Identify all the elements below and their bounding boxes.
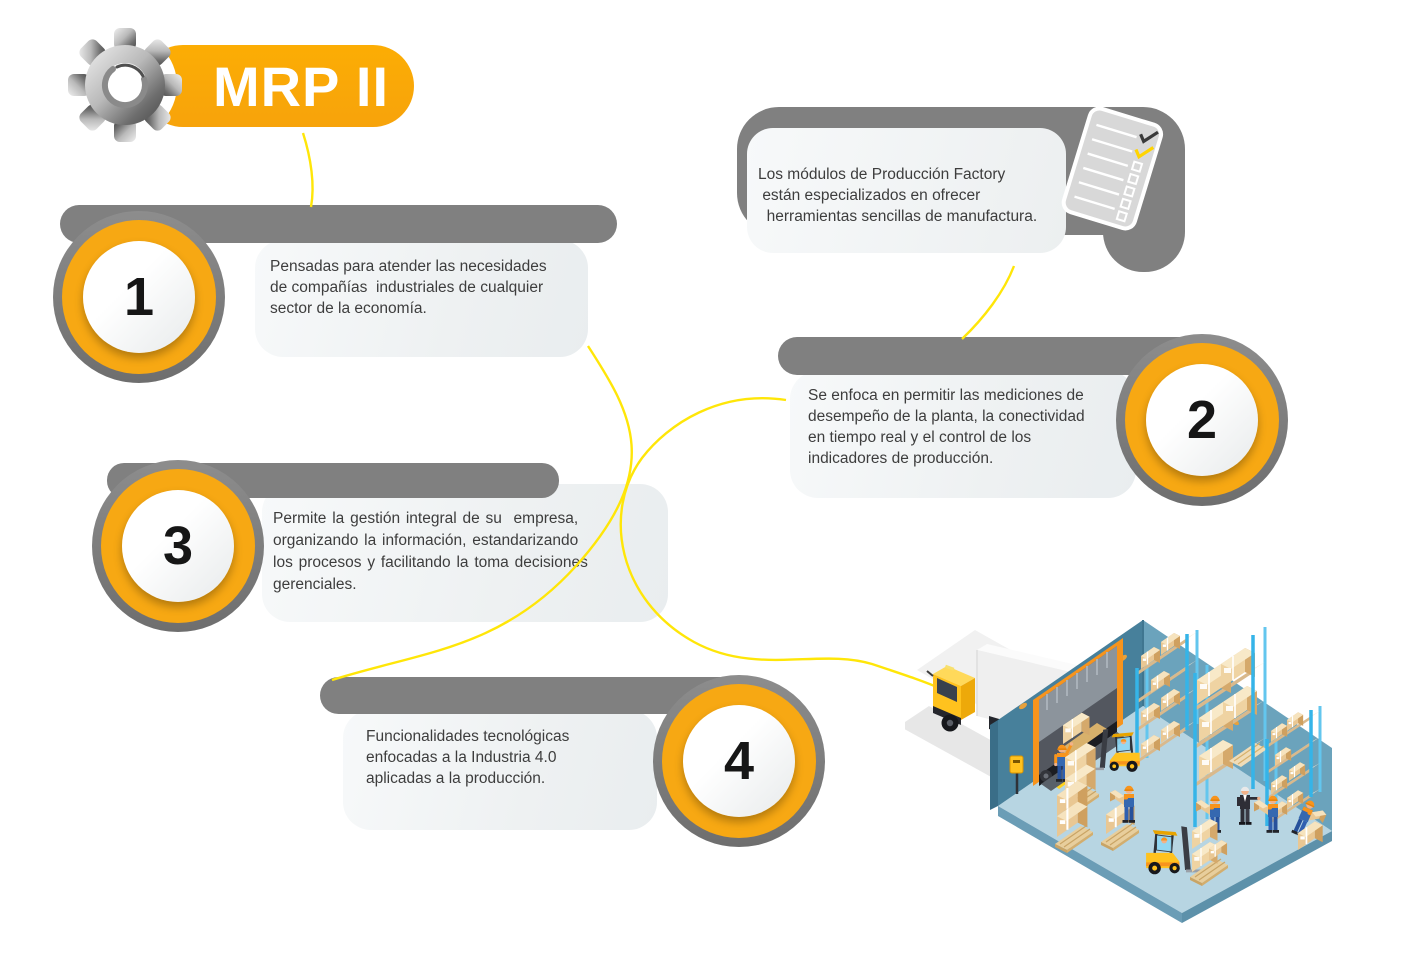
wall-end-cap (990, 720, 998, 810)
note-text: Los módulos de Producción Factory están … (758, 166, 1038, 225)
floor-edge-left (998, 806, 1182, 923)
step2-number: 2 (1186, 390, 1218, 450)
step4-text: Funcionalidades tecnológicas enfocadas a… (366, 728, 570, 787)
step2-badge-ring: 2 (1125, 343, 1279, 497)
step2-badge: 2 (1116, 334, 1288, 506)
control-panel-icon (1009, 755, 1024, 794)
step4-card: Funcionalidades tecnológicas enfocadas a… (343, 710, 657, 830)
step3-card: Permite la gestión integral de su empres… (262, 484, 668, 622)
step1-number: 1 (123, 267, 155, 327)
step3-badge-ring: 3 (101, 469, 255, 623)
step3-badge: 3 (92, 460, 264, 632)
step1-text: Pensadas para atender las necesidades de… (270, 258, 547, 317)
step1-badge-ring: 1 (62, 220, 216, 374)
connector-title-step1 (301, 132, 314, 208)
check-dark-icon (1139, 130, 1159, 144)
note-card: Los módulos de Producción Factory están … (747, 128, 1066, 253)
gear-icon (68, 28, 182, 142)
step4-badge-ring: 4 (662, 684, 816, 838)
worker-waving (1054, 742, 1074, 782)
step3-number: 3 (162, 516, 194, 576)
title-banner (142, 45, 414, 127)
check-yellow-icon (1134, 146, 1155, 160)
warehouse-illustration (905, 620, 1332, 923)
checklist-icon (1061, 106, 1164, 231)
step4-badge: 4 (653, 675, 825, 847)
connector-note-step2 (961, 265, 1016, 340)
step1-card: Pensadas para atender las necesidades de… (255, 240, 588, 357)
page-title: MRP II (212, 54, 390, 118)
pallet-rack (1193, 627, 1267, 827)
step3-text: Permite la gestión integral de su empres… (273, 510, 588, 593)
step4-number: 4 (723, 731, 755, 791)
step2-card: Se enfoca en permitir las mediciones de … (790, 371, 1136, 498)
step1-badge: 1 (53, 211, 225, 383)
floor-edge-right (1182, 831, 1332, 923)
step2-text: Se enfoca en permitir las mediciones de … (808, 387, 1085, 467)
